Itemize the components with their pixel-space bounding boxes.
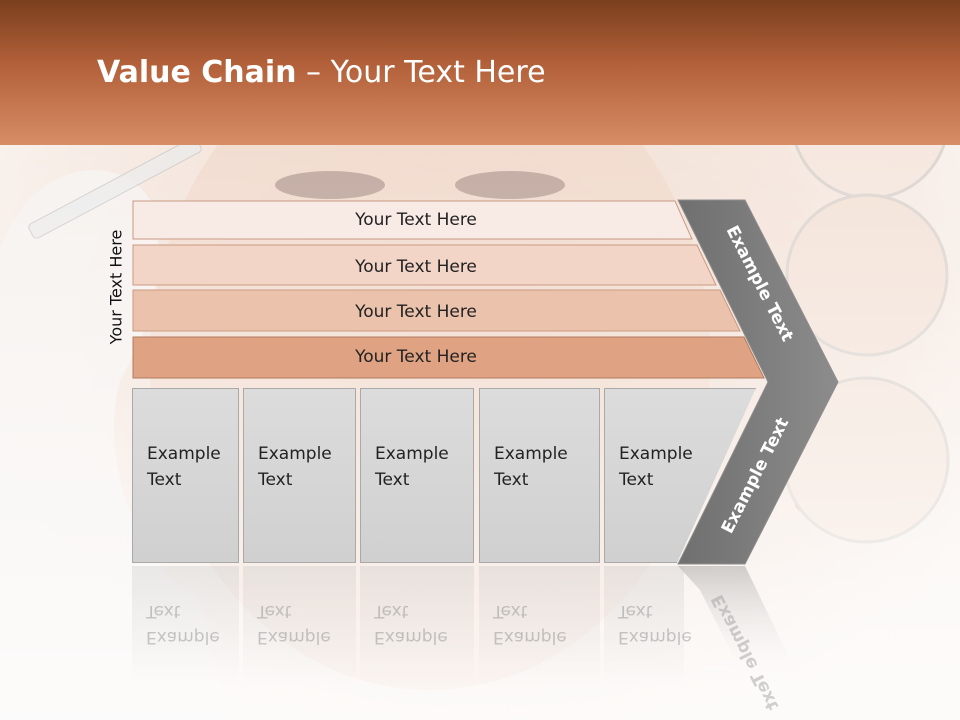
activity-box-1: Example Text (132, 388, 239, 563)
box-reflection-2: Example Text (243, 566, 356, 686)
bar-2 (132, 244, 717, 286)
activity-box-3-label: Example Text (375, 444, 449, 490)
activity-box-3: Example Text (360, 388, 474, 563)
bar-4-label: Your Text Here (354, 347, 477, 367)
box-reflection-1: Example Text (132, 566, 239, 686)
activity-box-5-label: Example Text (619, 444, 693, 490)
bar-3 (132, 289, 741, 332)
title-bar (0, 0, 960, 145)
chevron-arrow (677, 199, 839, 565)
box-reflection-2-label: Example Text (257, 601, 331, 647)
title-rest: – Your Text Here (296, 55, 546, 90)
box-reflection-5-label: Example Text (618, 601, 692, 647)
box-reflection-3-label: Example Text (374, 601, 448, 647)
bar-4 (132, 336, 765, 379)
box-reflection-1-label: Example Text (146, 601, 220, 647)
bar-1-label: Your Text Here (354, 210, 477, 230)
box-reflection-4: Example Text (479, 566, 600, 686)
box-reflection-5: Example Text (604, 566, 692, 686)
activity-box-1-label: Example Text (147, 444, 221, 490)
box-reflection-4-label: Example Text (493, 601, 567, 647)
activity-box-4: Example Text (479, 388, 600, 563)
box-reflection-3: Example Text (360, 566, 474, 686)
title-bold: Value Chain (97, 55, 297, 90)
chevron-reflection (678, 566, 800, 680)
bar-2-label: Your Text Here (354, 257, 477, 277)
activity-box-2: Example Text (243, 388, 356, 563)
slide-title: Value Chain – Your Text Here (97, 55, 546, 90)
activity-box-4-label: Example Text (494, 444, 568, 490)
activity-box-2-label: Example Text (258, 444, 332, 490)
bar-3-label: Your Text Here (354, 302, 477, 322)
bar-1 (132, 200, 693, 240)
